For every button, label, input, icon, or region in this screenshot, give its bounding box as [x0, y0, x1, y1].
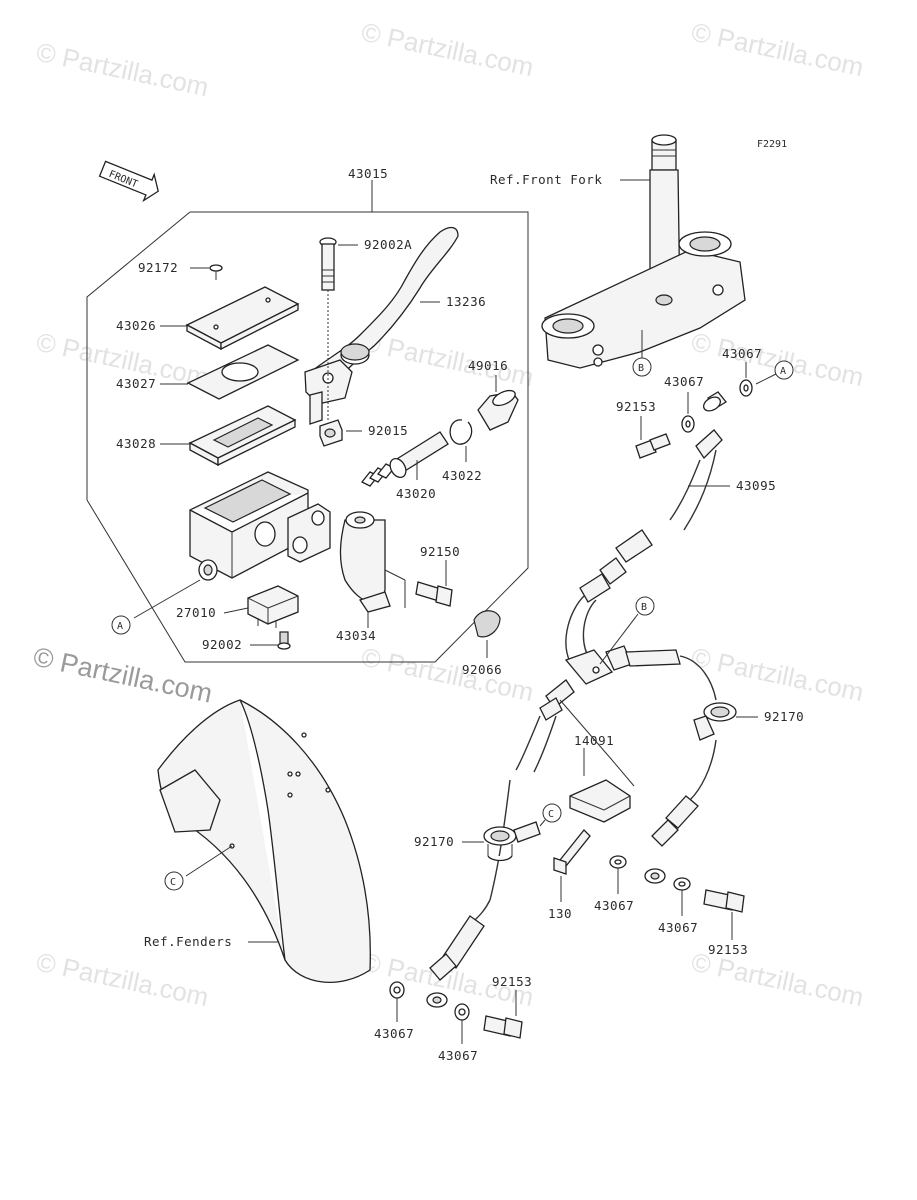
figure-code: F2291	[757, 139, 787, 150]
fender: Ref.Fenders	[144, 699, 371, 983]
callout-a-master: A	[111, 579, 201, 635]
washer-43067-e: 43067	[374, 981, 414, 1041]
part-label-43067-d: 43067	[658, 920, 698, 935]
callout-a-hose: A	[755, 360, 794, 385]
front-direction-arrow: FRONT	[98, 160, 159, 203]
svg-text:C: C	[548, 809, 554, 820]
svg-text:A: A	[780, 366, 786, 377]
part-label-92153-a: 92153	[616, 399, 656, 414]
part-label-14091: 14091	[574, 733, 614, 748]
part-label-43027: 43027	[116, 376, 156, 391]
washer-43067-b: 43067	[664, 374, 704, 433]
watermark: © Partzilla.com	[359, 642, 537, 708]
screw-92172: 92172	[138, 260, 223, 280]
part-label-43067-b: 43067	[664, 374, 704, 389]
watermark: © Partzilla.com	[34, 947, 212, 1013]
part-label-92172: 92172	[138, 260, 178, 275]
bolt-92150: 92150	[415, 544, 460, 607]
part-label-49016: 49016	[468, 358, 508, 373]
part-label-130: 130	[548, 906, 572, 921]
part-label-13236: 13236	[446, 294, 486, 309]
master-cylinder-assembly-box: 43015	[86, 166, 529, 663]
part-label-43020: 43020	[396, 486, 436, 501]
watermark: © Partzilla.com	[689, 17, 867, 83]
part-label-92170-a: 92170	[764, 709, 804, 724]
svg-text:C: C	[170, 877, 176, 888]
part-label-92066: 92066	[462, 662, 502, 677]
callout-b-clamp: B	[632, 357, 652, 377]
bolt-92153-lower: 92153	[483, 974, 532, 1039]
svg-text:B: B	[638, 363, 644, 374]
nut-92015: 92015	[319, 419, 408, 447]
watermark: © Partzilla.com	[359, 327, 537, 393]
part-label-27010: 27010	[176, 605, 216, 620]
screw-92002: 92002	[202, 631, 291, 652]
plate-43027: 43027	[116, 344, 300, 400]
master-cylinder-body	[189, 471, 331, 581]
clamp-92170-upper: 92170	[693, 702, 804, 741]
part-label-92150: 92150	[420, 544, 460, 559]
washer-43067-a: 43067	[722, 346, 762, 397]
part-label-92153-c: 92153	[492, 974, 532, 989]
bolt-92153-right: 92153	[703, 889, 748, 957]
part-label-92170-b: 92170	[414, 834, 454, 849]
part-label-43028: 43028	[116, 436, 156, 451]
part-label-92015: 92015	[368, 423, 408, 438]
callout-b-joint: B	[599, 596, 655, 665]
part-label-43015: 43015	[348, 166, 388, 181]
watermark: © Partzilla.com	[34, 37, 212, 103]
watermark: © Partzilla.com	[359, 17, 537, 83]
watermarks: © Partzilla.com © Partzilla.com © Partzi…	[31, 17, 867, 1013]
part-label-43034: 43034	[336, 628, 376, 643]
boot-49016: 49016	[468, 358, 519, 431]
bolt-130: 130	[548, 829, 591, 921]
callout-c-hose: C	[539, 803, 562, 827]
watermark: © Partzilla.com	[31, 642, 215, 709]
triple-clamp	[541, 231, 746, 369]
clamp-92170-lower: 92170	[414, 821, 541, 862]
svg-text:A: A	[117, 621, 123, 632]
switch-27010: 27010	[176, 585, 299, 628]
ref-fenders-label: Ref.Fenders	[144, 934, 232, 949]
washer-43067-d: 43067	[658, 877, 698, 935]
bracket-14091: 14091	[559, 699, 635, 823]
reservoir-cap-43026: 43026	[116, 286, 300, 351]
callout-c-fender: C	[164, 871, 184, 891]
circlip-43022: 43022	[442, 419, 482, 483]
part-label-92002A: 92002A	[364, 237, 412, 252]
part-label-43067-c: 43067	[594, 898, 634, 913]
cap-92066: 92066	[462, 610, 502, 677]
washer-43067-f: 43067	[438, 1003, 478, 1063]
part-label-43067-e: 43067	[374, 1026, 414, 1041]
part-label-43095: 43095	[736, 478, 776, 493]
clamp-43034: 43034	[336, 511, 406, 643]
part-label-92002: 92002	[202, 637, 242, 652]
hose-43095: 43095	[579, 391, 776, 603]
part-label-92153-b: 92153	[708, 942, 748, 957]
piston-43020: 43020	[360, 431, 449, 501]
part-label-43026: 43026	[116, 318, 156, 333]
part-label-43022: 43022	[442, 468, 482, 483]
ref-front-fork-label: Ref.Front Fork	[490, 172, 602, 187]
part-label-43067-f: 43067	[438, 1048, 478, 1063]
bolt-92002A: 92002A	[319, 237, 412, 420]
svg-text:B: B	[641, 602, 647, 613]
bolt-92153-upper: 92153	[616, 399, 671, 459]
washer-43067-c: 43067	[594, 855, 634, 913]
watermark: © Partzilla.com	[689, 327, 867, 393]
diaphragm-43028: 43028	[116, 405, 297, 467]
part-label-43067-a: 43067	[722, 346, 762, 361]
